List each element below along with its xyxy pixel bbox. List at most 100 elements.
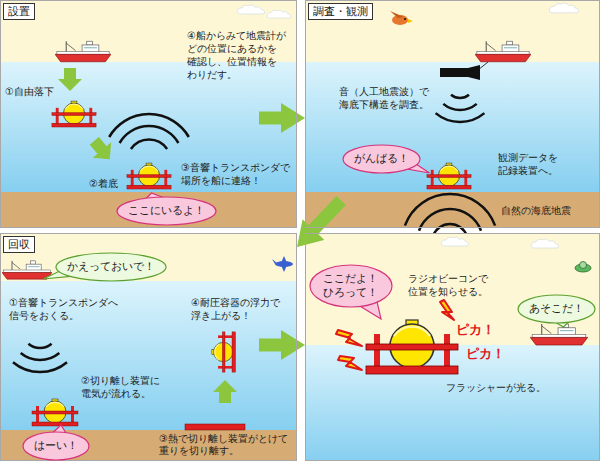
speech-bubble: かえっておいで！ <box>55 252 167 282</box>
panel-heading: 設置 <box>3 3 35 20</box>
annotation: ③音響トランスポンダで 場所を船に連絡！ <box>181 161 295 187</box>
scene-shape <box>272 259 277 264</box>
panel-heading: 回収 <box>3 236 35 253</box>
annotation: ①自由落下 <box>5 85 54 98</box>
scene-shape <box>390 11 404 18</box>
scene-shape <box>85 133 119 167</box>
annotation: ピカ！ <box>456 322 495 337</box>
annotation: 観測データを 記録装置へ。 <box>498 151 562 177</box>
scene-panel: ラジオビーコンで 位置を知らせる。ピカ！ ピカ！ フラッシャーが光る。 ここだよ！ ひ… <box>305 233 600 461</box>
annotation: ③熱で切り離し装置がとけて 重りを切り離す。 <box>159 433 293 457</box>
ship <box>475 41 531 62</box>
scene-shape <box>281 256 287 263</box>
annotation: ①音響トランスポンダへ 信号をおくる。 <box>9 296 123 322</box>
bubble-text: かえっておいで！ <box>67 260 155 274</box>
cloud <box>549 3 578 13</box>
flow-arrow <box>297 200 341 247</box>
seismometer <box>32 399 78 426</box>
cloud <box>237 5 264 14</box>
sea <box>305 345 600 461</box>
sea-floor <box>0 192 297 228</box>
bubble-text: はーい！ <box>34 439 78 453</box>
sky <box>305 0 600 228</box>
seismometer <box>366 320 458 374</box>
sky <box>305 233 600 461</box>
earthquake-waves <box>405 194 495 236</box>
scene-shape <box>451 95 469 98</box>
scene-shape <box>336 330 362 346</box>
scene-shape <box>436 113 485 122</box>
ship <box>2 261 52 279</box>
speech-bubble: ここにいるよ！ <box>116 196 217 226</box>
bird <box>390 11 413 25</box>
sound-waves <box>13 344 67 372</box>
scene-shape <box>109 114 189 137</box>
sky <box>0 0 297 228</box>
scene-shape <box>440 300 454 320</box>
anchor-weight <box>185 424 245 430</box>
annotation: ピカ！ <box>466 346 505 361</box>
speech-bubble: がんばる！ <box>342 144 421 174</box>
motion-arrow <box>58 68 82 91</box>
scene-shape <box>21 353 60 360</box>
scene-shape <box>338 356 362 370</box>
speech-bubble: ここだよ！ ひろって！ <box>309 264 393 308</box>
scene-shape <box>443 104 476 110</box>
flow-arrow <box>259 339 305 352</box>
motion-arrow <box>85 133 119 167</box>
scene-shape <box>13 362 67 372</box>
seismometer <box>427 163 471 189</box>
scene-panel: 回収 ①音響トランスポンダへ 信号をおくる。 ②切り離し装置に 電気が流れる。 ③熱で… <box>0 233 297 461</box>
floating-seismometer <box>212 332 236 372</box>
bubble-shape <box>23 432 89 460</box>
air-gun <box>440 68 468 77</box>
annotation: ラジオビーコンで 位置を知らせる。 <box>408 272 492 298</box>
annotation: 音（人工地震波）で 海底下構造を調査。 <box>339 85 433 111</box>
bubble-shape <box>518 295 595 323</box>
bubble-text: あそこだ！ <box>529 302 584 316</box>
motion-arrow <box>213 380 237 403</box>
sea-floor <box>0 430 297 461</box>
bubble-shape <box>343 145 420 173</box>
cloud <box>531 239 558 248</box>
scene-shape <box>120 126 179 143</box>
bubble-shape <box>310 265 392 307</box>
bubble-shape <box>117 197 216 225</box>
bubble-shape <box>56 253 166 281</box>
scene-shape <box>131 140 167 149</box>
cloud <box>441 237 468 246</box>
sea <box>305 62 600 192</box>
scene-shape <box>281 265 287 272</box>
annotation: 自然の海底地震 <box>501 204 571 217</box>
speech-bubble: あそこだ！ <box>517 294 596 324</box>
flash <box>336 300 454 370</box>
satellite <box>575 262 591 273</box>
sound-waves <box>109 114 189 149</box>
annotation: フラッシャーが光る。 <box>446 381 546 394</box>
scene-panel: 設置①自由落下②着底③音響トランスポンダで 場所を船に連絡！④船からみて地震計が… <box>0 0 297 228</box>
ship <box>55 41 111 62</box>
scene-shape <box>408 19 413 23</box>
air-gun <box>468 65 480 80</box>
sea <box>0 62 297 192</box>
annotation: ②切り離し装置に 電気が流れる。 <box>81 374 165 400</box>
scene-shape <box>580 262 587 269</box>
scene-panel: 調査・観測音（人工地震波）で 海底下構造を調査。観測データを 記録装置へ。自然の… <box>305 0 600 228</box>
seismometer <box>52 101 96 127</box>
sound-waves <box>436 95 485 122</box>
cloud <box>267 10 291 18</box>
ship <box>530 324 588 345</box>
bubble-text: ここだよ！ ひろって！ <box>321 272 380 300</box>
scene-shape <box>405 194 495 226</box>
annotation: ④耐圧容器の浮力で 浮き上がる！ <box>191 296 285 322</box>
sky <box>0 233 297 461</box>
speech-bubble: はーい！ <box>22 431 90 461</box>
annotation: ②着底 <box>89 177 118 190</box>
panel-heading: 調査・観測 <box>308 3 373 20</box>
bubble-text: がんばる！ <box>354 152 409 166</box>
bubble-text: ここにいるよ！ <box>128 204 205 218</box>
scene-shape <box>404 18 406 20</box>
airplane <box>272 256 293 272</box>
sea <box>0 281 297 430</box>
